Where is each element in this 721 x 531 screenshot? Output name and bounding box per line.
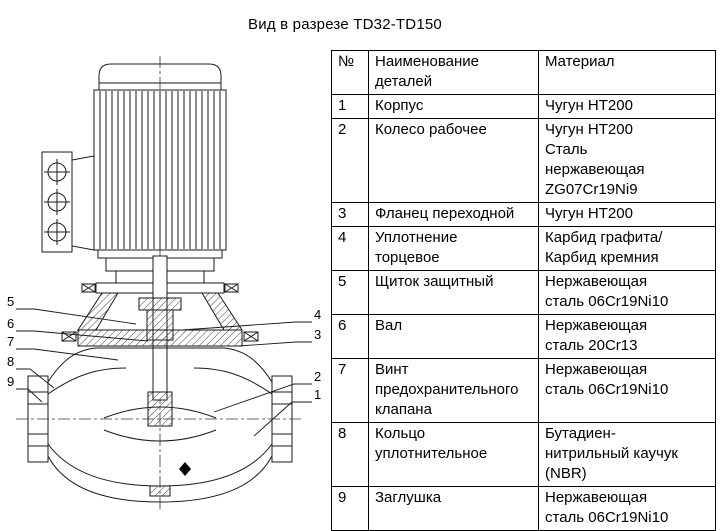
pump-casing (27, 347, 293, 503)
callout-6: 6 (7, 316, 14, 331)
table-row: 6 Вал Нержавеющая сталь 20Cr13 (331, 314, 716, 359)
callout-3: 3 (314, 327, 321, 342)
table-row: 5 Щиток защитный Нержавеющая сталь 06Cr1… (331, 270, 716, 315)
table-row: 8 Кольцо уплотнительное Бутадиен- нитрил… (331, 422, 716, 487)
pump-sectional-drawing: 5 6 7 8 9 4 3 2 1 (7, 56, 321, 512)
table-row: 3 Фланец переходной Чугун HT200 (331, 202, 716, 227)
cell-name: Щиток защитный (368, 270, 539, 315)
cell-material: Нержавеющая сталь 06Cr19Ni10 (538, 270, 716, 315)
lantern-and-seal (61, 255, 259, 401)
terminal-box (41, 151, 95, 253)
cell-num: 5 (331, 270, 369, 315)
cell-name: Вал (368, 314, 539, 359)
cell-name: Фланец переходной (368, 202, 539, 227)
callout-9: 9 (7, 374, 14, 389)
table-header-row: № Наименование деталей Материал (331, 50, 716, 95)
cell-num: 4 (331, 226, 369, 271)
parts-table: № Наименование деталей Материал 1 Корпус… (331, 50, 716, 531)
cell-name: Заглушка (368, 486, 539, 531)
page-title: Вид в разрезе TD32-TD150 (248, 16, 442, 33)
callout-5: 5 (7, 294, 14, 309)
cell-name: Винт предохранительного клапана (368, 358, 539, 423)
callout-4: 4 (314, 307, 321, 322)
cell-material: Нержавеющая сталь 06Cr19Ni10 (538, 486, 716, 531)
cell-num: 3 (331, 202, 369, 227)
cell-material: Чугун HT200 (538, 202, 716, 227)
cell-num: 8 (331, 422, 369, 487)
cell-material: Нержавеющая сталь 20Cr13 (538, 314, 716, 359)
cell-material: Бутадиен- нитрильный каучук (NBR) (538, 422, 716, 487)
table-row: 4 Уплотнение торцевое Карбид графита/ Ка… (331, 226, 716, 271)
cell-name: Кольцо уплотнительное (368, 422, 539, 487)
cell-material: Карбид графита/ Карбид кремния (538, 226, 716, 271)
header-material: Материал (538, 50, 716, 95)
table-row: 7 Винт предохранительного клапана Нержав… (331, 358, 716, 423)
header-num: № (331, 50, 369, 95)
callout-8: 8 (7, 354, 14, 369)
table-row: 2 Колесо рабочее Чугун HT200 Сталь нержа… (331, 118, 716, 203)
cell-num: 9 (331, 486, 369, 531)
cell-num: 2 (331, 118, 369, 203)
table-row: 1 Корпус Чугун HT200 (331, 94, 716, 119)
callout-1: 1 (314, 387, 321, 402)
motor-assembly (93, 63, 227, 259)
callout-leaders (16, 308, 312, 437)
cell-name: Корпус (368, 94, 539, 119)
cell-num: 7 (331, 358, 369, 423)
cell-material: Нержавеющая сталь 06Cr19Ni10 (538, 358, 716, 423)
header-name: Наименование деталей (368, 50, 539, 95)
table-row: 9 Заглушка Нержавеющая сталь 06Cr19Ni10 (331, 486, 716, 531)
cell-name: Уплотнение торцевое (368, 226, 539, 271)
cell-material: Чугун HT200 (538, 94, 716, 119)
cell-num: 6 (331, 314, 369, 359)
cell-name: Колесо рабочее (368, 118, 539, 203)
callout-2: 2 (314, 369, 321, 384)
callout-7: 7 (7, 334, 14, 349)
cell-num: 1 (331, 94, 369, 119)
cell-material: Чугун HT200 Сталь нержавеющая ZG07Cr19Ni… (538, 118, 716, 203)
